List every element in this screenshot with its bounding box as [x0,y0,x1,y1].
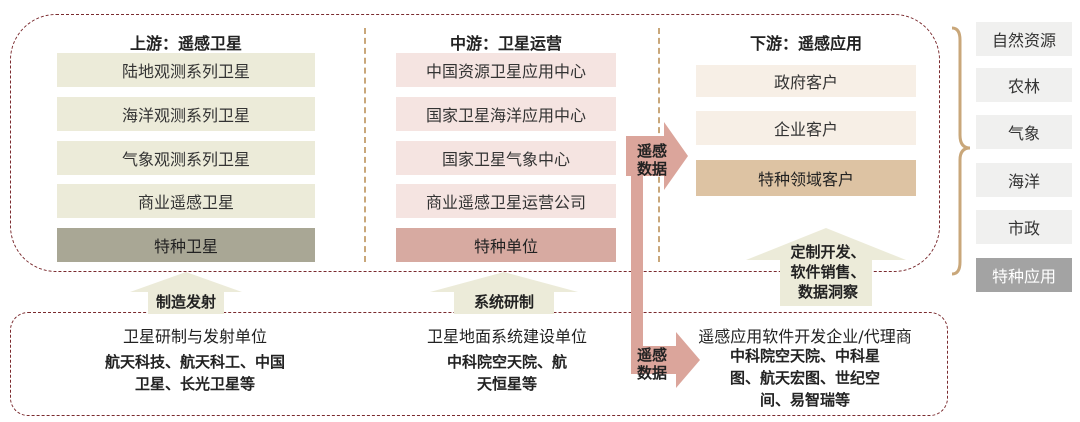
category-item-special: 特种应用 [976,258,1072,292]
bottom-right-body: 中科院空天院、中科星 图、航天宏图、世纪空 间、易智瑞等 [729,347,880,409]
data-flow-connector [631,176,643,364]
category-bracket [951,26,971,276]
bottom-right-title: 遥感应用软件开发企业/代理商 [698,327,912,346]
midstream-item-special: 特种单位 [396,228,616,262]
software-label: 定制开发、 软件销售、 数据洞察 [790,243,866,301]
upstream-item: 气象观测系列卫星 [57,141,315,175]
upstream-item-special: 特种卫星 [57,228,315,262]
bottom-left-body: 航天科技、航天科工、中国 卫星、长光卫星等 [104,353,285,393]
category-item: 市政 [976,210,1072,244]
upstream-item: 海洋观测系列卫星 [57,97,315,131]
midstream-item: 国家卫星气象中心 [396,141,616,175]
downstream-title: 下游：遥感应用 [749,34,862,53]
midstream-item: 中国资源卫星应用中心 [396,53,616,87]
category-item: 气象 [976,115,1072,149]
upstream-item: 商业遥感卫星 [57,184,315,218]
category-item: 农林 [976,68,1072,102]
downstream-item: 企业客户 [696,111,916,145]
system-dev-label: 系统研制 [473,293,534,311]
midstream-item: 国家卫星海洋应用中心 [396,97,616,131]
upstream-title: 上游：遥感卫星 [129,34,242,53]
category-item: 海洋 [976,163,1072,197]
downstream-item: 政府客户 [696,65,916,97]
category-item: 自然资源 [976,22,1072,56]
data-flow-arrow-2 [631,332,700,388]
midstream-title: 中游：卫星运营 [449,34,562,53]
top-frame [10,14,940,272]
system-dev-arrow [430,272,578,314]
bottom-middle-body: 中科院空天院、航 天恒星等 [446,353,567,393]
software-arrow [746,228,906,306]
midstream-item: 商业遥感卫星运营公司 [396,184,616,218]
bottom-middle-title: 卫星地面系统建设单位 [426,327,587,346]
downstream-item-special: 特种领域客户 [696,160,916,196]
manufacture-arrow [130,272,242,314]
upstream-item: 陆地观测系列卫星 [57,53,315,87]
manufacture-label: 制造发射 [155,293,216,311]
data-flow-arrow-1 [626,122,688,190]
data-flow-label-1: 遥感 数据 [636,142,667,178]
data-flow-label-2: 遥感 数据 [636,346,667,382]
bottom-left-title: 卫星研制与发射单位 [122,327,267,346]
divider-up-mid [364,28,366,262]
